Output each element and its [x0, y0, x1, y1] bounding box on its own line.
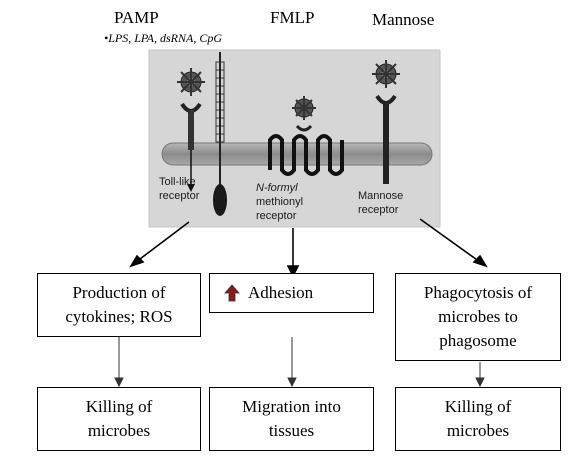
killing1-line1: Killing of: [85, 397, 153, 416]
fpr-receptor-shape: [268, 96, 344, 176]
killing-box-2: Killing of microbes: [395, 387, 561, 451]
killing2-line2: microbes: [446, 421, 510, 440]
mannose-receptor-label-line2: receptor: [358, 204, 399, 216]
production-line2: cytokines; ROS: [65, 307, 173, 326]
fpr-label-line3: receptor: [256, 210, 297, 222]
adhesion-label: Adhesion: [248, 283, 314, 302]
fmlp-label: FMLP: [270, 8, 315, 27]
arrow-to-adhesion-head: [286, 265, 300, 278]
pamp-examples: •LPS, LPA, dsRNA, CpG: [104, 31, 222, 45]
production-line1: Production of: [72, 283, 166, 302]
phago-line2: microbes to: [438, 307, 518, 326]
mannose-label: Mannose: [372, 10, 435, 29]
phago-line1: Phagocytosis of: [423, 283, 533, 302]
migration-line1: Migration into: [242, 397, 341, 416]
fpr-label-line1: N-formyl: [256, 182, 298, 194]
arrow-to-phagocytosis-head: [472, 254, 488, 268]
killing-box-1: Killing of microbes: [37, 387, 201, 451]
mannose-receptor-shape: [372, 60, 400, 184]
tall-receptor-shape: [213, 52, 227, 216]
killing1-line2: microbes: [87, 421, 151, 440]
toll-label-line1: Toll-like: [159, 176, 196, 188]
phago-line3: phagosome: [439, 331, 517, 350]
phagocytosis-box: Phagocytosis of microbes to phagosome: [395, 273, 561, 361]
migration-line2: tissues: [268, 421, 315, 440]
fpr-label-line2: methionyl: [256, 196, 303, 208]
adhesion-box: Adhesion: [209, 273, 374, 313]
killing2-line1: Killing of: [444, 397, 512, 416]
mannose-receptor-label-line1: Mannose: [358, 190, 403, 202]
pamp-label: PAMP: [114, 8, 159, 27]
toll-like-receptor-shape: [177, 68, 205, 192]
cell-membrane: [161, 142, 433, 166]
arrow-to-phagocytosis: [419, 218, 481, 263]
migration-box: Migration into tissues: [209, 387, 374, 451]
toll-label-line2: receptor: [159, 190, 200, 202]
production-box: Production of cytokines; ROS: [37, 273, 201, 337]
up-arrow-icon: [224, 284, 240, 302]
arrow-to-production: [135, 221, 190, 263]
arrow-to-production-head: [129, 254, 145, 268]
